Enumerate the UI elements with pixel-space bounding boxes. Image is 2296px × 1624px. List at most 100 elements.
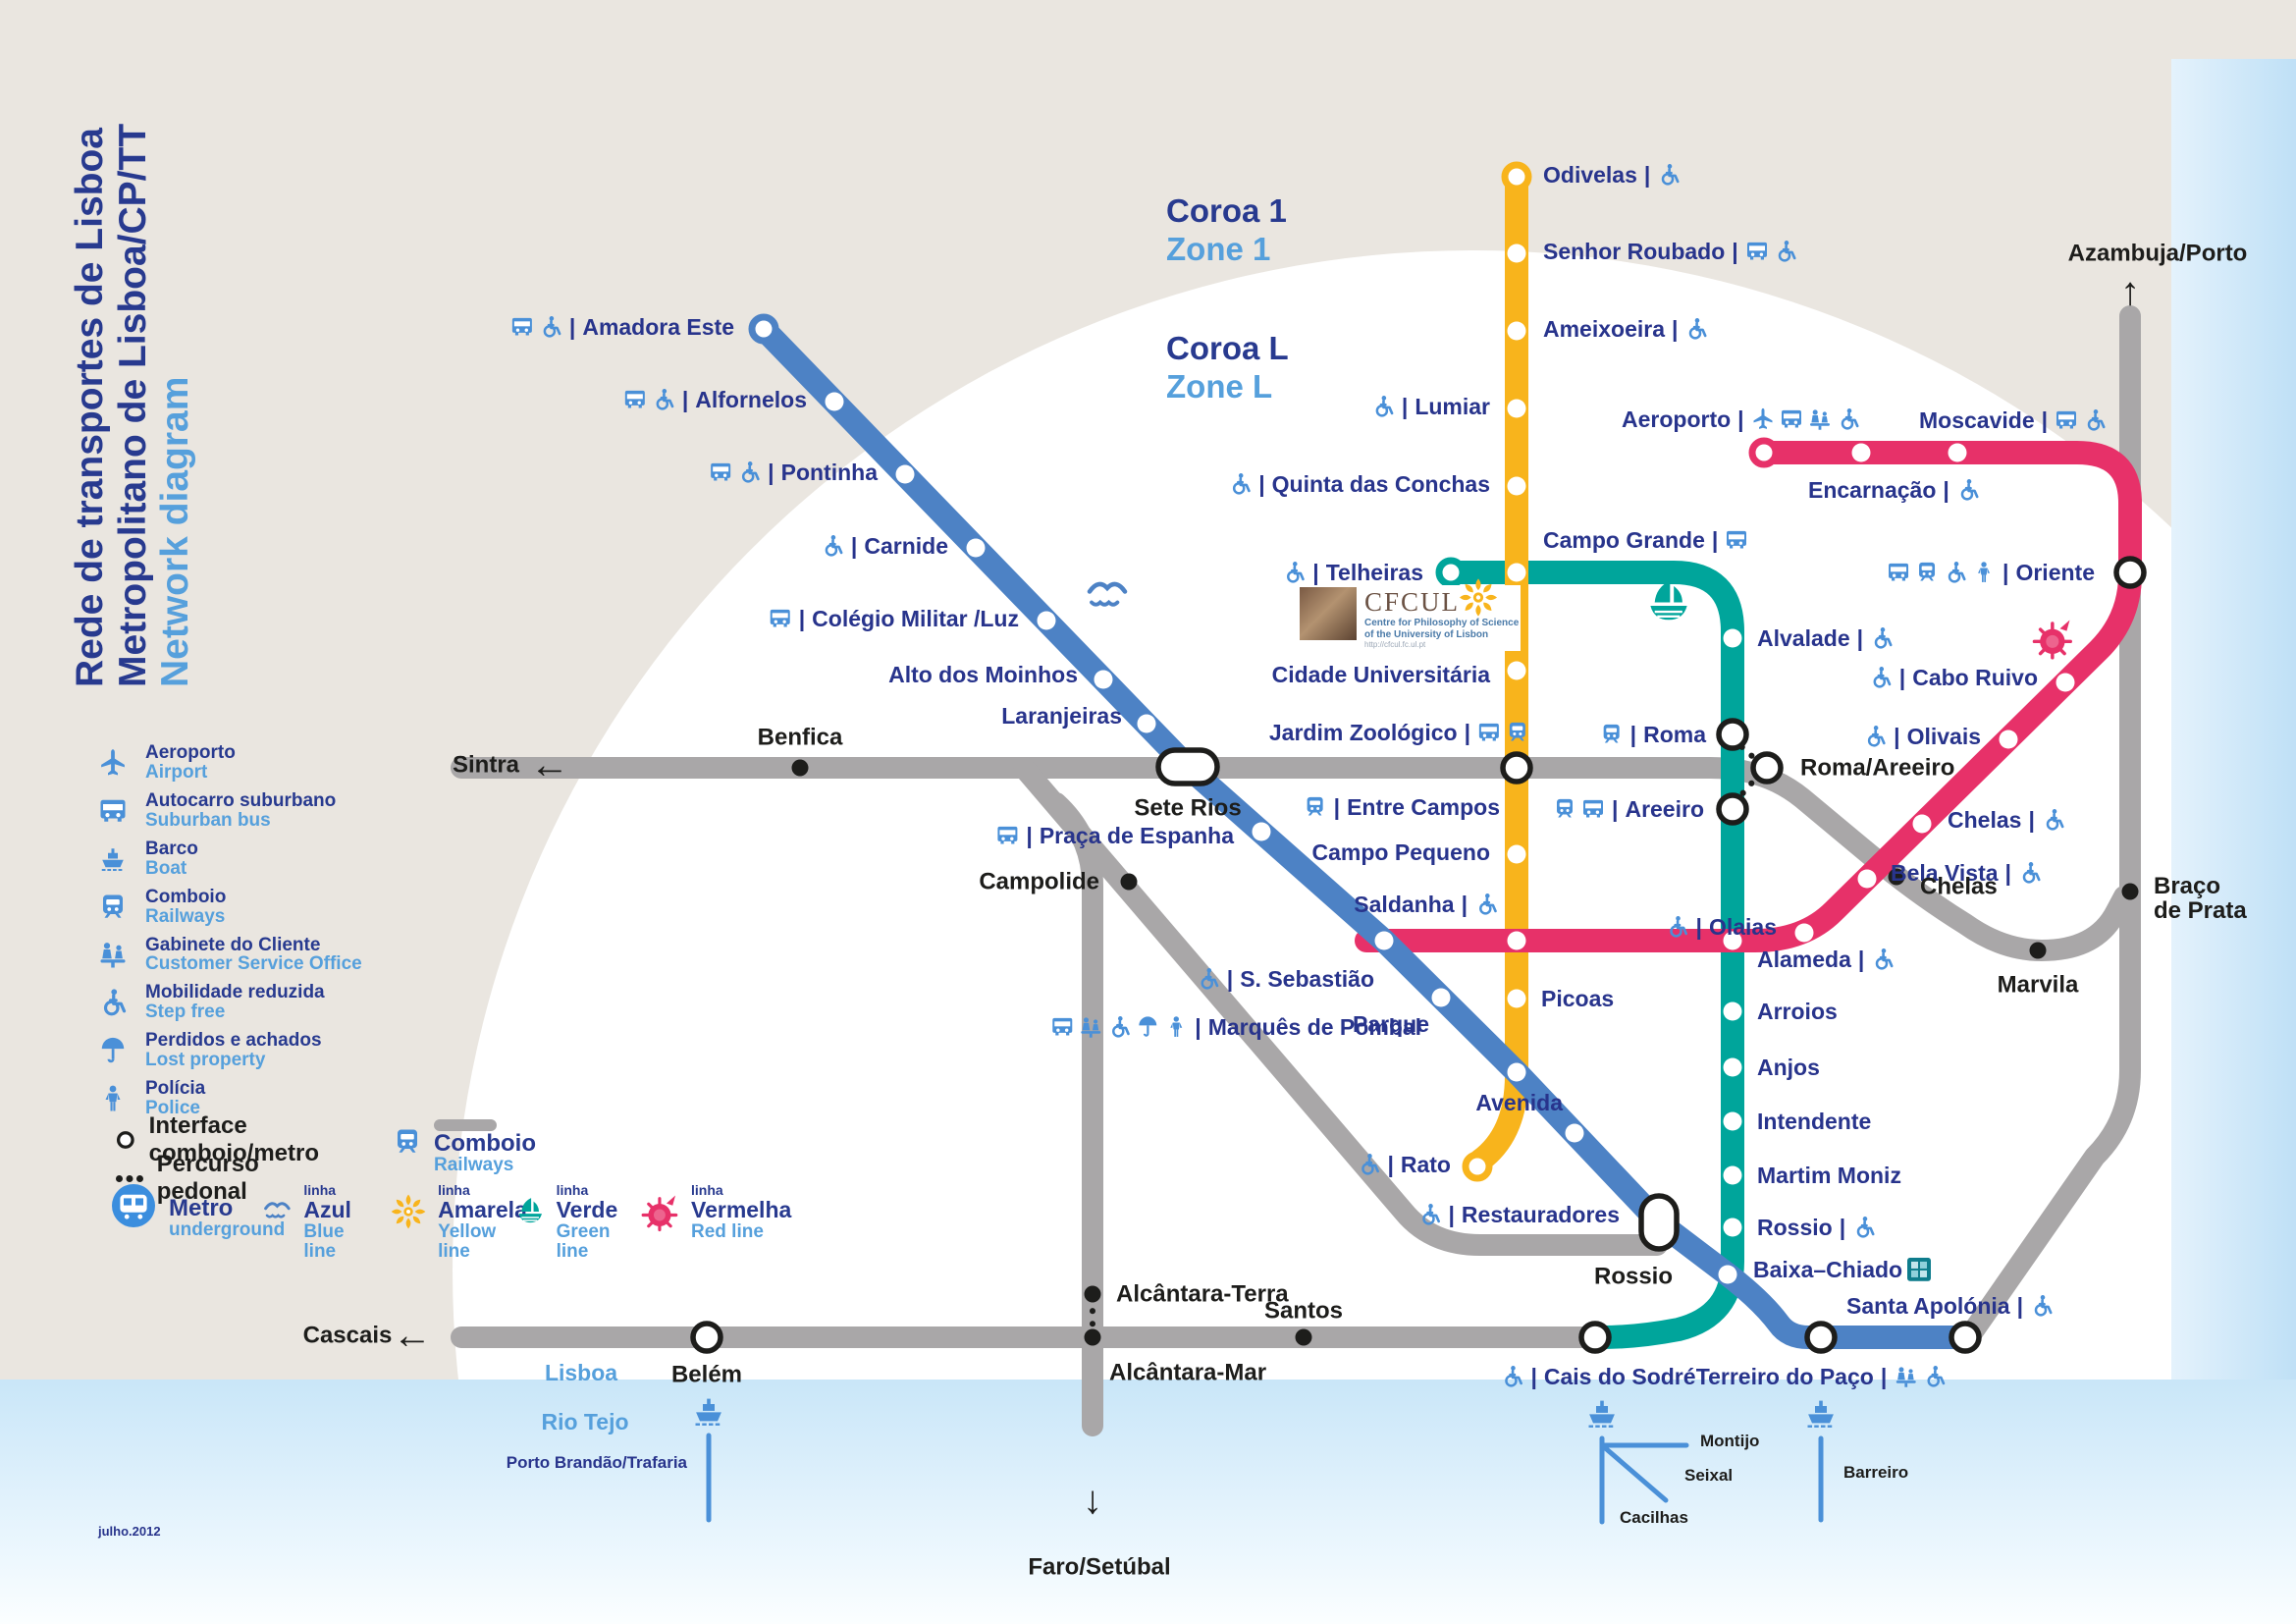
station-label-alcântara-mar: Alcântara-Mar: [1109, 1360, 1266, 1384]
bus-icon: [2055, 408, 2078, 432]
map-text-faro-setúbal: Faro/Setúbal: [1028, 1554, 1170, 1579]
wheelchair-icon: [1956, 478, 1980, 502]
legend-comboio: Comboio Railways: [393, 1119, 536, 1175]
wheelchair-icon: [2018, 861, 2042, 885]
map-text-rio-tejo: Rio Tejo: [541, 1410, 628, 1434]
wheelchair-icon: [1869, 666, 1893, 689]
red-line-compass-icon: [2031, 616, 2076, 666]
station-label-rossio: Rossio: [1594, 1264, 1673, 1288]
map-text-sintra: Sintra: [453, 752, 519, 777]
map-text-barreiro: Barreiro: [1843, 1464, 1908, 1482]
station-marker-santos: [1295, 1328, 1312, 1346]
map-text-montijo-text: Montijo: [1700, 1432, 1760, 1451]
station-marker-braço-de-prata: [2121, 883, 2139, 900]
station-marker-quinta-das-conchas: [1507, 476, 1526, 496]
legend-interface-row: Interface comboio/metro: [116, 1112, 329, 1167]
station-marker-arroios: [1723, 1001, 1742, 1021]
station-marker-benfica: [791, 759, 809, 777]
station-marker-sete-rios: [1155, 747, 1220, 786]
station-marker-saldanha: [1507, 931, 1526, 950]
station-label-lumiar: |Lumiar: [1371, 395, 1490, 418]
map-text-cascais: Cascais: [303, 1323, 393, 1347]
station-marker-alfornelos: [825, 392, 844, 411]
station-marker-amadora-este: [748, 313, 779, 345]
station-label-olivais: |Olivais: [1863, 725, 1981, 748]
station-label-entre-campos-text: Entre Campos: [1347, 793, 1500, 820]
wheelchair-icon: [1870, 626, 1894, 650]
map-text-porto-brandão-trafaria: Porto Brandão/Trafaria: [507, 1454, 687, 1472]
station-marker-alvalade: [1723, 628, 1742, 648]
station-label-colégio-militar-luz-text: Colégio Militar /Luz: [812, 605, 1019, 631]
legend-comboio-en: Railways: [434, 1155, 514, 1176]
station-marker-alameda: [1723, 931, 1742, 950]
station-marker-campo-grande: [1507, 563, 1526, 582]
zone-l-label: Coroa L Zone L: [1166, 330, 1289, 406]
station-label-odivelas-text: Odivelas: [1543, 161, 1637, 188]
station-label-praça-de-espanha-text: Praça de Espanha: [1039, 822, 1234, 848]
station-label-alcântara-terra-text: Alcântara-Terra: [1116, 1280, 1289, 1308]
station-label-rossio-green: Rossio|: [1757, 1216, 1876, 1239]
station-marker-alcântara-mar: [1084, 1328, 1101, 1346]
station-marker-marvila: [2029, 942, 2047, 959]
wheelchair-icon: [1417, 1203, 1441, 1226]
azambuja-direction-arrow: ↑: [2120, 270, 2140, 313]
station-label-entre-campos: |Entre Campos: [1304, 795, 1500, 819]
station-marker-campolide: [1120, 873, 1138, 891]
cfcul-url: http://cfcul.fc.ul.pt: [1364, 640, 1426, 649]
station-marker-colégio-militar-luz: [1037, 611, 1056, 630]
station-marker-moscavide: [1948, 443, 1967, 462]
legend-lost-pt: Perdidos e achados: [145, 1030, 322, 1052]
station-label-alvalade-text: Alvalade: [1757, 624, 1850, 651]
station-label-alameda: Alameda|: [1757, 947, 1895, 971]
legend-wheelchair-pt: Mobilidade reduzida: [145, 982, 325, 1003]
station-label-alameda-text: Alameda: [1757, 946, 1851, 972]
station-marker-belém: [690, 1321, 723, 1354]
bus-icon: [1745, 240, 1769, 263]
station-label-carnide-text: Carnide: [864, 532, 948, 559]
station-marker-olaias: [1794, 923, 1814, 943]
zone-l-pt: Coroa L: [1166, 330, 1289, 366]
wheelchair-icon: [1657, 163, 1681, 187]
station-marker-cais-do-sodré: [1578, 1321, 1612, 1354]
station-label-cabo-ruivo-text: Cabo Ruivo: [1912, 664, 2038, 690]
station-label-areeiro: |Areeiro: [1553, 797, 1704, 821]
station-label-cais-do-sodré: |Cais do Sodré: [1500, 1363, 1696, 1389]
station-label-chelas-rail: Chelas: [1920, 874, 1998, 898]
station-label-intendente-text: Intendente: [1757, 1108, 1872, 1134]
wheelchair-icon: [539, 315, 562, 339]
cfcul-subtitle-1: Centre for Philosophy of Science: [1364, 618, 1520, 628]
station-label-olaias-text: Olaias: [1708, 913, 1777, 940]
station-marker-s-sebastião: [1374, 931, 1394, 950]
station-marker-entre-campos: [1500, 751, 1533, 785]
station-marker-santa-apolónia: [1949, 1321, 1982, 1354]
station-label-bela-vista-text: Bela Vista: [1891, 859, 1999, 886]
station-label-marquês-de-pombal: |Marquês de Pombal: [1050, 1015, 1421, 1039]
map-text-cacilhas: Cacilhas: [1620, 1509, 1688, 1527]
cascais-direction-arrow: ←: [393, 1314, 432, 1357]
station-label-santos: Santos: [1264, 1298, 1343, 1323]
station-label-quinta-das-conchas: |Quinta das Conchas: [1228, 472, 1490, 496]
station-label-campo-grande-text: Campo Grande: [1543, 526, 1705, 553]
station-label-olaias: |Olaias: [1666, 915, 1777, 939]
station-label-martim-moniz-text: Martim Moniz: [1757, 1162, 1901, 1188]
interface-ring-icon: [116, 1131, 134, 1149]
station-marker-alcântara-terra: [1084, 1285, 1101, 1303]
station-label-amadora-este-text: Amadora Este: [582, 313, 734, 340]
wheelchair-icon: [1228, 472, 1252, 496]
bus-icon: [709, 460, 732, 484]
station-label-saldanha-text: Saldanha: [1354, 891, 1455, 917]
zone-1-en: Zone 1: [1166, 230, 1271, 267]
station-label-oriente-text: Oriente: [2015, 559, 2095, 585]
plane-icon: [98, 748, 128, 778]
station-label-saldanha: Saldanha|: [1354, 893, 1498, 916]
station-label-cais-do-sodré-text: Cais do Sodré: [1543, 1363, 1696, 1389]
lost-icon: [98, 1036, 128, 1065]
station-marker-anjos: [1723, 1057, 1742, 1077]
bus-icon: [1887, 561, 1910, 584]
station-label-arroios: Arroios: [1757, 1000, 1838, 1023]
legend-bus-pt: Autocarro suburbano: [145, 789, 337, 811]
station-label-alvalade: Alvalade|: [1757, 626, 1894, 650]
station-marker-rossio-green: [1723, 1218, 1742, 1237]
